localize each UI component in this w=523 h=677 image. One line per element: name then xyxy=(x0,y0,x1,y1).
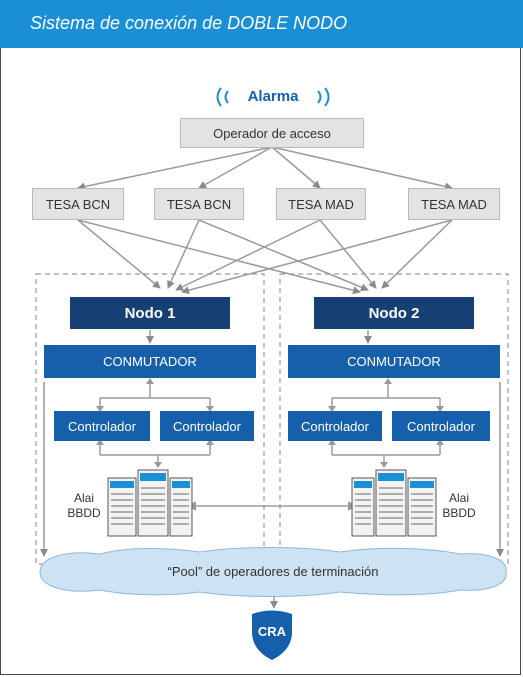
node-2-box: Nodo 2 xyxy=(314,297,474,329)
server-icon-node1 xyxy=(107,469,193,537)
db-label-node1-line2: BBDD xyxy=(67,506,101,520)
cra-shield-icon xyxy=(252,610,292,660)
title-banner: Sistema de conexión de DOBLE NODO xyxy=(0,0,523,48)
controller-box-node2-b: Controlador xyxy=(392,411,490,441)
tesa-box-4: TESA MAD xyxy=(408,188,500,220)
controller-box-node1-a: Controlador xyxy=(54,411,150,441)
tesa-box-3: TESA MAD xyxy=(276,188,366,220)
diagram-title: Sistema de conexión de DOBLE NODO xyxy=(30,13,348,33)
db-label-node2-line1: Alai xyxy=(448,491,469,505)
node-1-box: Nodo 1 xyxy=(70,297,230,329)
alarm-signal-icon xyxy=(216,87,330,107)
pool-label: “Pool” de operadores de terminación xyxy=(167,564,379,579)
server-icon-node2 xyxy=(351,469,437,537)
db-label-node2: Alai BBDD xyxy=(440,491,478,521)
tesa-box-1: TESA BCN xyxy=(32,188,124,220)
db-label-node1-line1: Alai xyxy=(73,491,94,505)
pool-cloud xyxy=(39,547,507,597)
tesa-box-2: TESA BCN xyxy=(154,188,244,220)
alarm-label: Alarma xyxy=(247,88,299,105)
switch-box-node2: CONMUTADOR xyxy=(288,345,500,378)
switch-box-node1: CONMUTADOR xyxy=(44,345,256,378)
access-operator-box: Operador de acceso xyxy=(180,118,364,148)
db-label-node1: Alai BBDD xyxy=(66,491,102,521)
cra-label: CRA xyxy=(257,624,287,639)
db-label-node2-line2: BBDD xyxy=(442,506,476,520)
controller-box-node2-a: Controlador xyxy=(288,411,382,441)
controller-box-node1-b: Controlador xyxy=(160,411,254,441)
